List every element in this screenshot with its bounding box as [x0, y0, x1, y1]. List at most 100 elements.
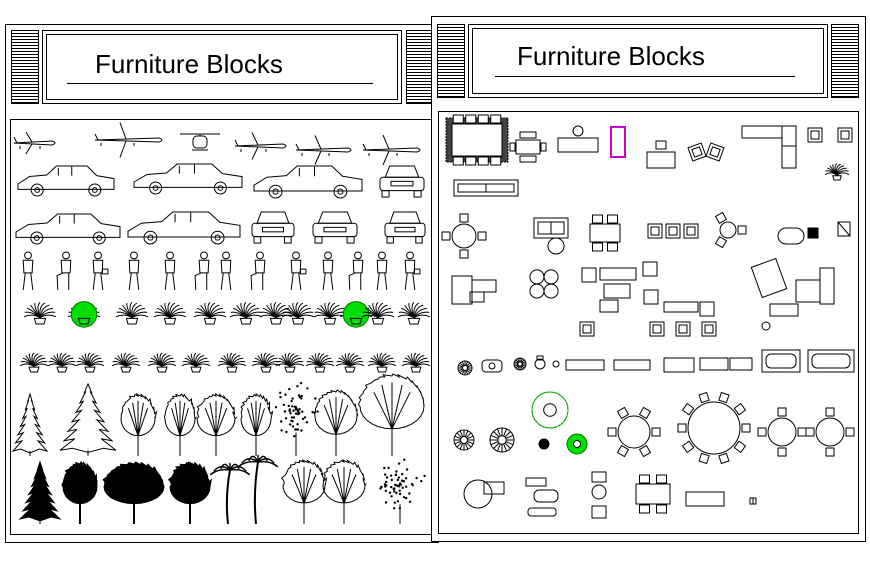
armchair-icon [676, 322, 690, 336]
car-icon [254, 166, 362, 198]
tree-icon [315, 390, 358, 456]
round-table-icon [530, 270, 558, 298]
sofa-icon [452, 276, 496, 304]
desk-icon [647, 141, 675, 168]
armchair-icon [684, 224, 698, 238]
tree-icon [275, 382, 319, 456]
potted-plant-icon [20, 353, 48, 372]
potted-plant-icon [567, 434, 587, 454]
tree-icon [241, 394, 273, 456]
potted-plant-icon [336, 353, 364, 372]
sofa-icon [751, 259, 834, 330]
sink-icon [526, 478, 558, 516]
potted-plant-icon [116, 302, 148, 324]
tree-icon [60, 384, 116, 456]
airplane-icon [296, 136, 351, 165]
person-icon [93, 252, 108, 290]
sofa-icon [558, 126, 598, 152]
tree-icon [164, 394, 196, 456]
tree-icon [13, 394, 47, 456]
round-table-icon [678, 393, 750, 464]
sofa-icon [582, 262, 658, 312]
round-table-icon [806, 408, 854, 456]
table-lamp-icon [838, 222, 850, 236]
potted-plant-icon [230, 302, 262, 324]
tree-icon [197, 394, 237, 456]
person-icon [251, 252, 265, 290]
car-icon [134, 164, 242, 194]
potted-plant-icon [182, 353, 210, 372]
potted-plant-icon [825, 164, 849, 180]
potted-plant-icon [398, 302, 430, 324]
potted-plant-icon [402, 353, 430, 372]
potted-plant-icon [532, 392, 568, 428]
person-icon [291, 252, 306, 290]
armchair-icon [702, 322, 716, 336]
desk-icon [464, 480, 504, 508]
car-icon [313, 212, 357, 243]
bin-icon [553, 361, 559, 367]
dining-table-icon [510, 132, 546, 162]
sofa-icon [664, 302, 714, 316]
tree-icon [379, 459, 426, 525]
sofa-icon [686, 492, 724, 506]
armchair-icon [808, 128, 822, 142]
dining-table-icon [636, 475, 670, 513]
sofa-icon [454, 180, 518, 196]
person-icon [349, 252, 363, 290]
round-table-icon [758, 408, 806, 456]
person-icon [323, 252, 333, 290]
round-table-icon [608, 407, 660, 456]
potted-plant-icon [514, 358, 526, 370]
person-icon [165, 252, 175, 290]
potted-plant-icon [154, 302, 186, 324]
potted-plant-icon [68, 302, 100, 328]
tv-icon [808, 228, 818, 238]
potted-plant-icon [454, 430, 474, 450]
tree-icon [62, 462, 97, 524]
desk-icon [778, 228, 804, 244]
car-icon [128, 212, 240, 244]
person-icon [57, 252, 71, 290]
sofa-icon [742, 126, 796, 168]
person-icon [221, 252, 231, 290]
airplane-icon [95, 123, 162, 158]
person-icon [195, 252, 209, 290]
airplane-icon [235, 133, 286, 160]
armchair-icon [688, 143, 706, 161]
armchair-icon [650, 322, 664, 336]
potted-plant-icon [218, 353, 246, 372]
potted-plant-icon [148, 353, 176, 372]
helicopter-icon [180, 134, 220, 150]
potted-plant-icon [458, 361, 472, 375]
sink-icon [482, 360, 502, 372]
tree-icon [103, 462, 164, 524]
person-icon [23, 252, 33, 290]
potted-plant-icon [194, 302, 226, 324]
person-icon [405, 252, 420, 290]
potted-plant-icon [368, 353, 396, 372]
armchair-icon [548, 238, 564, 254]
dining-table-icon [446, 115, 508, 165]
car-icon [18, 166, 114, 196]
rug-icon [611, 127, 625, 157]
round-table-icon [442, 214, 486, 258]
potted-plant-icon [48, 353, 76, 372]
tree-icon [358, 374, 424, 456]
potted-plant-icon [340, 302, 372, 328]
bathtub-icon [566, 358, 752, 372]
armchair-icon [706, 143, 724, 161]
palm-tree-icon [210, 463, 250, 524]
airplane-icon [363, 135, 420, 165]
flower-icon [539, 439, 549, 449]
potted-plant-icon [490, 428, 514, 452]
potted-plant-icon [252, 353, 280, 372]
round-table-icon [716, 212, 746, 247]
tree-icon [282, 460, 327, 524]
potted-plant-icon [282, 302, 314, 324]
potted-plant-icon [260, 302, 292, 324]
armchair-icon [648, 224, 662, 238]
car-icon [16, 214, 120, 244]
potted-plant-icon [276, 353, 304, 372]
